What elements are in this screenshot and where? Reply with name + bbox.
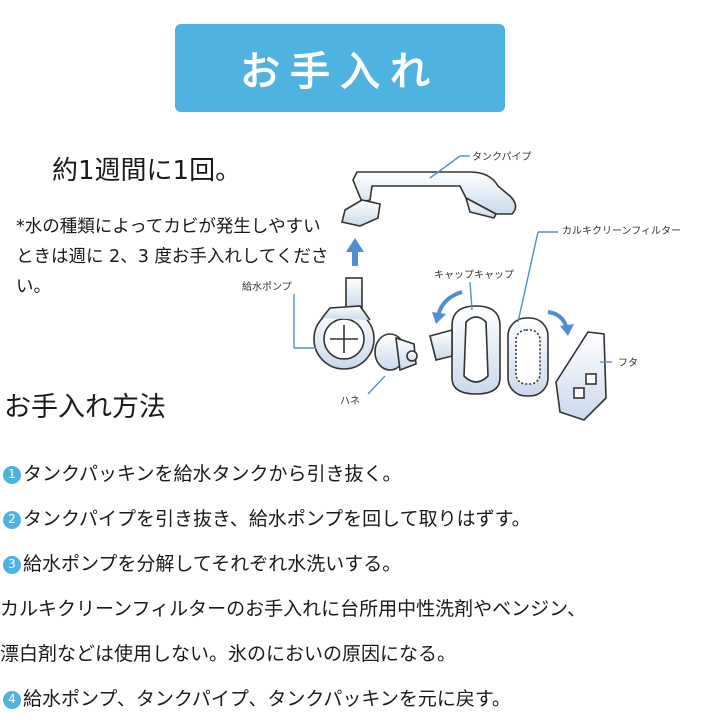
caution-text: 漂白剤などは使用しない。氷のにおいの原因になる。 <box>0 643 457 665</box>
rotate-left-arrow-icon <box>432 290 463 324</box>
step-number-badge: 1 <box>3 465 21 484</box>
step-text: タンクパッキンを給水タンクから引き抜く。 <box>23 463 402 485</box>
step-1: 1 タンクパッキンを給水タンクから引き抜く。 <box>0 452 716 497</box>
filter-caution-line-2: 漂白剤などは使用しない。氷のにおいの原因になる。 <box>0 632 716 677</box>
caution-text: カルキクリーンフィルターのお手入れに台所用中性洗剤やベンジン、 <box>0 598 586 620</box>
mold-note: *水の種類によってカビが発生しやすいときは週に 2、3 度お手入れしてください。 <box>16 217 329 297</box>
leader-lines <box>293 155 612 395</box>
page-title: お手入れ <box>240 49 440 95</box>
calcium-filter-label: カルキクリーンフィルター <box>562 225 681 237</box>
tank-pipe-part <box>341 171 517 227</box>
step-text: 給水ポンプ、タンクパイプ、タンクパッキンを元に戻す。 <box>23 688 511 710</box>
impeller-part <box>374 333 418 372</box>
cap-part <box>429 305 501 395</box>
frequency-text: 約1週間に1回。 <box>52 156 242 186</box>
calcium-filter-part <box>507 317 549 397</box>
step-text: タンクパイプを引き抜き、給水ポンプを回して取りはずす。 <box>23 508 531 530</box>
impeller-label: ハネ <box>340 395 360 407</box>
step-number-badge: 3 <box>3 555 21 574</box>
method-heading: お手入れ方法 <box>4 392 166 423</box>
rotate-right-arrow-icon <box>547 310 574 336</box>
water-pump-part <box>313 277 375 370</box>
step-3: 3 給水ポンプを分解してそれぞれ水洗いする。 <box>0 542 716 587</box>
step-number-badge: 4 <box>3 690 21 709</box>
step-text: 給水ポンプを分解してそれぞれ水洗いする。 <box>23 553 402 575</box>
filter-caution-line-1: カルキクリーンフィルターのお手入れに台所用中性洗剤やベンジン、 <box>0 587 716 632</box>
steps-list: 1 タンクパッキンを給水タンクから引き抜く。 2 タンクパイプを引き抜き、給水ポ… <box>0 452 716 722</box>
lid-label: フタ <box>618 357 638 369</box>
title-banner: お手入れ <box>175 24 505 112</box>
lid-part <box>555 331 607 421</box>
up-arrow-icon <box>346 238 364 266</box>
step-2: 2 タンクパイプを引き抜き、給水ポンプを回して取りはずす。 <box>0 497 716 542</box>
step-number-badge: 2 <box>3 510 21 529</box>
pump-label: 給水ポンプ <box>242 280 292 293</box>
step-4: 4 給水ポンプ、タンクパイプ、タンクパッキンを元に戻す。 <box>0 677 716 722</box>
tank-pipe-label: タンクパイプ <box>472 151 532 163</box>
cap-label: キャップキャップ <box>434 269 514 281</box>
